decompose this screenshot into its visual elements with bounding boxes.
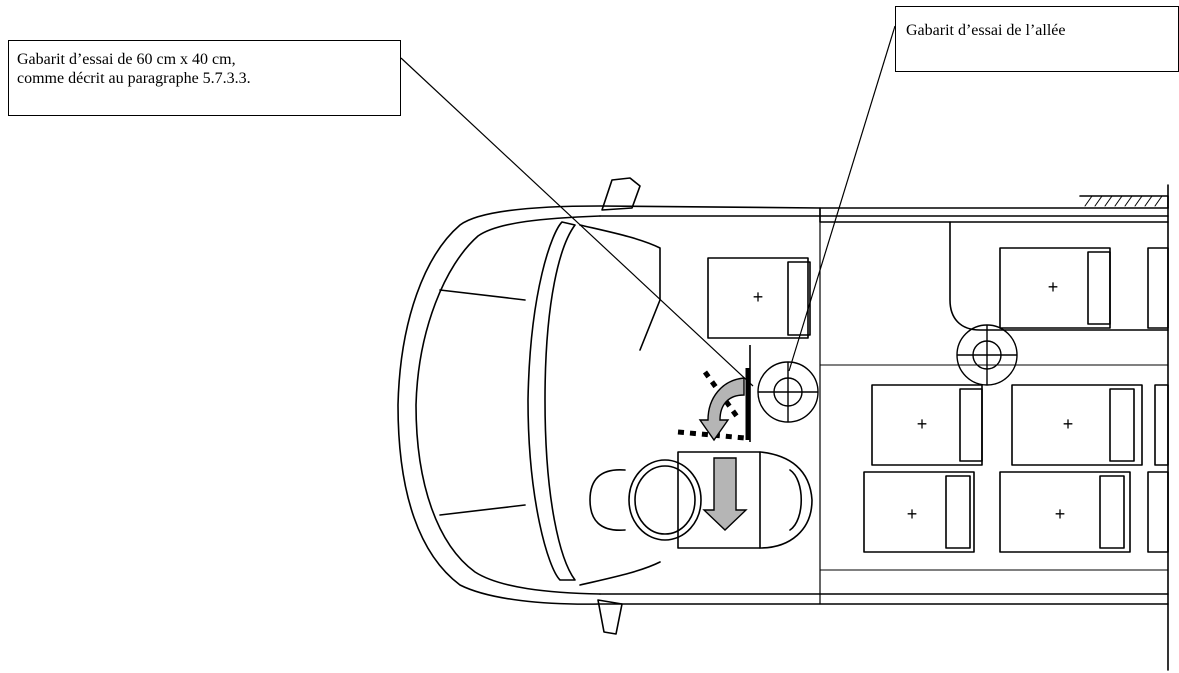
downward-arrow (702, 457, 748, 531)
rear-seat-low-1 (863, 471, 975, 553)
rear-seat-low-2 (999, 471, 1131, 553)
rear-seat-upper-2 (1147, 247, 1169, 329)
dashboard-line (579, 224, 661, 351)
rear-seat-mid-3 (1154, 384, 1169, 466)
seat-marker: + (1055, 504, 1066, 524)
rotation-arrow (698, 377, 745, 442)
hood-crease-bottom (439, 504, 526, 516)
left-side-mirror-top (601, 177, 641, 211)
seat-marker: + (1063, 414, 1074, 434)
callout-test-gauge-line1: Gabarit d’essai de 60 cm x 40 cm, (17, 51, 236, 68)
steering-wheel (628, 459, 702, 541)
leader-line-aisle-gauge (788, 25, 896, 372)
front-passenger-seat-back (787, 261, 811, 336)
rear-seat-low-3 (1147, 471, 1169, 553)
seat-marker: + (917, 414, 928, 434)
front-passenger-seat (707, 257, 809, 339)
windshield (527, 221, 576, 581)
steering-wheel-inner (634, 465, 696, 535)
aisle-gauge-front (757, 361, 819, 423)
dashboard-lower-line (579, 561, 661, 586)
driver-seat-back (759, 451, 802, 549)
seat-marker: + (907, 504, 918, 524)
leader-line-test-gauge (400, 57, 754, 387)
rear-hatch-hatching (1084, 195, 1163, 207)
vehicle-front-inner-line (415, 215, 601, 595)
seat-marker: + (753, 287, 764, 307)
callout-aisle-gauge-text: Gabarit d’essai de l’allée (906, 22, 1066, 39)
vehicle-body-outline (397, 205, 1169, 605)
callout-test-gauge-line2: comme décrit au paragraphe 5.7.3.3. (17, 70, 251, 87)
driver-seat (677, 451, 813, 549)
aisle-gauge-rear (956, 324, 1018, 386)
partition-top (819, 207, 1169, 223)
seat-marker: + (1048, 277, 1059, 297)
rear-seat-mid-2 (1011, 384, 1143, 466)
callout-test-gauge-60x40: Gabarit d’essai de 60 cm x 40 cm, comme … (8, 40, 401, 116)
left-side-mirror-bottom (597, 599, 623, 635)
steering-column (589, 469, 626, 531)
callout-aisle-gauge: Gabarit d’essai de l’allée (895, 6, 1179, 72)
hood-crease-top (439, 289, 526, 301)
rear-wheel-arch-top (949, 221, 1169, 331)
